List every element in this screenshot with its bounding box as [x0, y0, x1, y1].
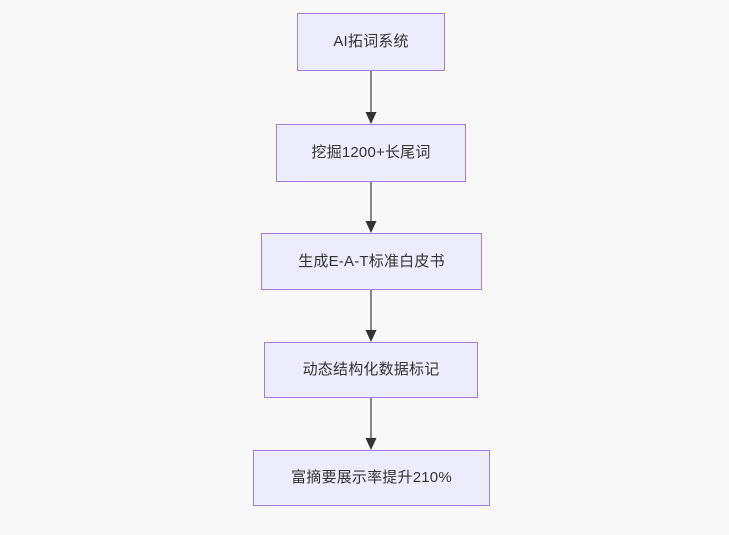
- flow-node-label: 挖掘1200+长尾词: [311, 144, 431, 161]
- flow-node-mine-longtail-keywords[interactable]: 挖掘1200+长尾词: [276, 124, 466, 182]
- flow-node-label: 富摘要展示率提升210%: [291, 469, 452, 486]
- flow-node-label: 生成E-A-T标准白皮书: [298, 252, 445, 270]
- flow-node-generate-eat-whitepaper[interactable]: 生成E-A-T标准白皮书: [261, 233, 482, 290]
- flow-node-label: AI拓词系统: [333, 33, 409, 50]
- flow-edge-2: [364, 182, 378, 233]
- flow-node-dynamic-structured-data-markup[interactable]: 动态结构化数据标记: [264, 342, 478, 398]
- flow-edge-3: [364, 290, 378, 342]
- flow-edge-4: [364, 398, 378, 450]
- flow-node-label: 动态结构化数据标记: [302, 361, 440, 378]
- flow-edge-1: [364, 71, 378, 124]
- flow-node-rich-snippet-impression-lift[interactable]: 富摘要展示率提升210%: [253, 450, 490, 506]
- flow-node-ai-keyword-system[interactable]: AI拓词系统: [297, 13, 445, 71]
